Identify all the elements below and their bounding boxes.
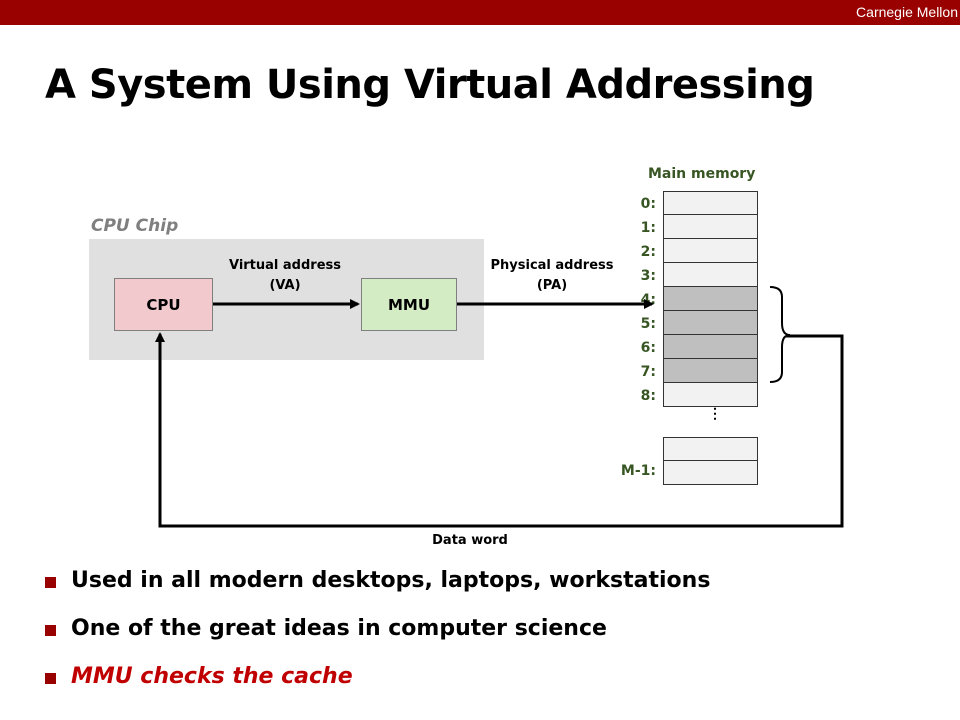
bullet-marker-icon [45, 625, 56, 636]
memory-address-label: 5: [640, 316, 656, 332]
memory-address-label: 0: [640, 196, 656, 212]
bullet-marker-icon [45, 577, 56, 588]
memory-address-label: 8: [640, 388, 656, 404]
brand-text: Carnegie Mellon [856, 4, 958, 20]
bullet-text: Used in all modern desktops, laptops, wo… [71, 568, 711, 593]
memory-address-last: M-1: [620, 463, 656, 479]
cpu-chip-label: CPU Chip [91, 216, 179, 236]
virtual-address-label: Virtual address [228, 258, 341, 273]
memory-cell [663, 383, 758, 407]
memory-address-label: 1: [640, 220, 656, 236]
bullet-text: One of the great ideas in computer scien… [71, 616, 607, 641]
memory-cell [663, 311, 758, 335]
memory-cell-last [663, 461, 758, 485]
memory-cell [663, 239, 758, 263]
memory-cells-top [663, 191, 758, 407]
memory-cell [663, 335, 758, 359]
bullet-text: MMU checks the cache [71, 664, 353, 689]
memory-cell [663, 191, 758, 215]
virtual-address-abbrev: (VA) [269, 278, 301, 293]
data-word-path [155, 332, 844, 528]
memory-cell [663, 287, 758, 311]
bullet-marker-icon [45, 673, 56, 684]
cpu-box: CPU [114, 278, 213, 331]
physical-address-abbrev: (PA) [536, 278, 568, 293]
memory-address-label: 6: [640, 340, 656, 356]
memory-cell [663, 359, 758, 383]
memory-address-label: 3: [640, 268, 656, 284]
memory-cell [663, 263, 758, 287]
mmu-label: MMU [387, 295, 431, 314]
slide-title: A System Using Virtual Addressing [45, 62, 815, 108]
data-word-label: Data word [432, 533, 508, 548]
cpu-label: CPU [146, 295, 181, 314]
header-bar: Carnegie Mellon [0, 0, 960, 25]
memory-cell [663, 215, 758, 239]
mmu-box: MMU [361, 278, 457, 331]
physical-address-label: Physical address [490, 258, 614, 273]
memory-address-label: 7: [640, 364, 656, 380]
memory-cell [663, 437, 758, 461]
main-memory-title: Main memory [648, 166, 756, 182]
memory-address-label: 2: [640, 244, 656, 260]
memory-cells-bottom [663, 437, 758, 485]
